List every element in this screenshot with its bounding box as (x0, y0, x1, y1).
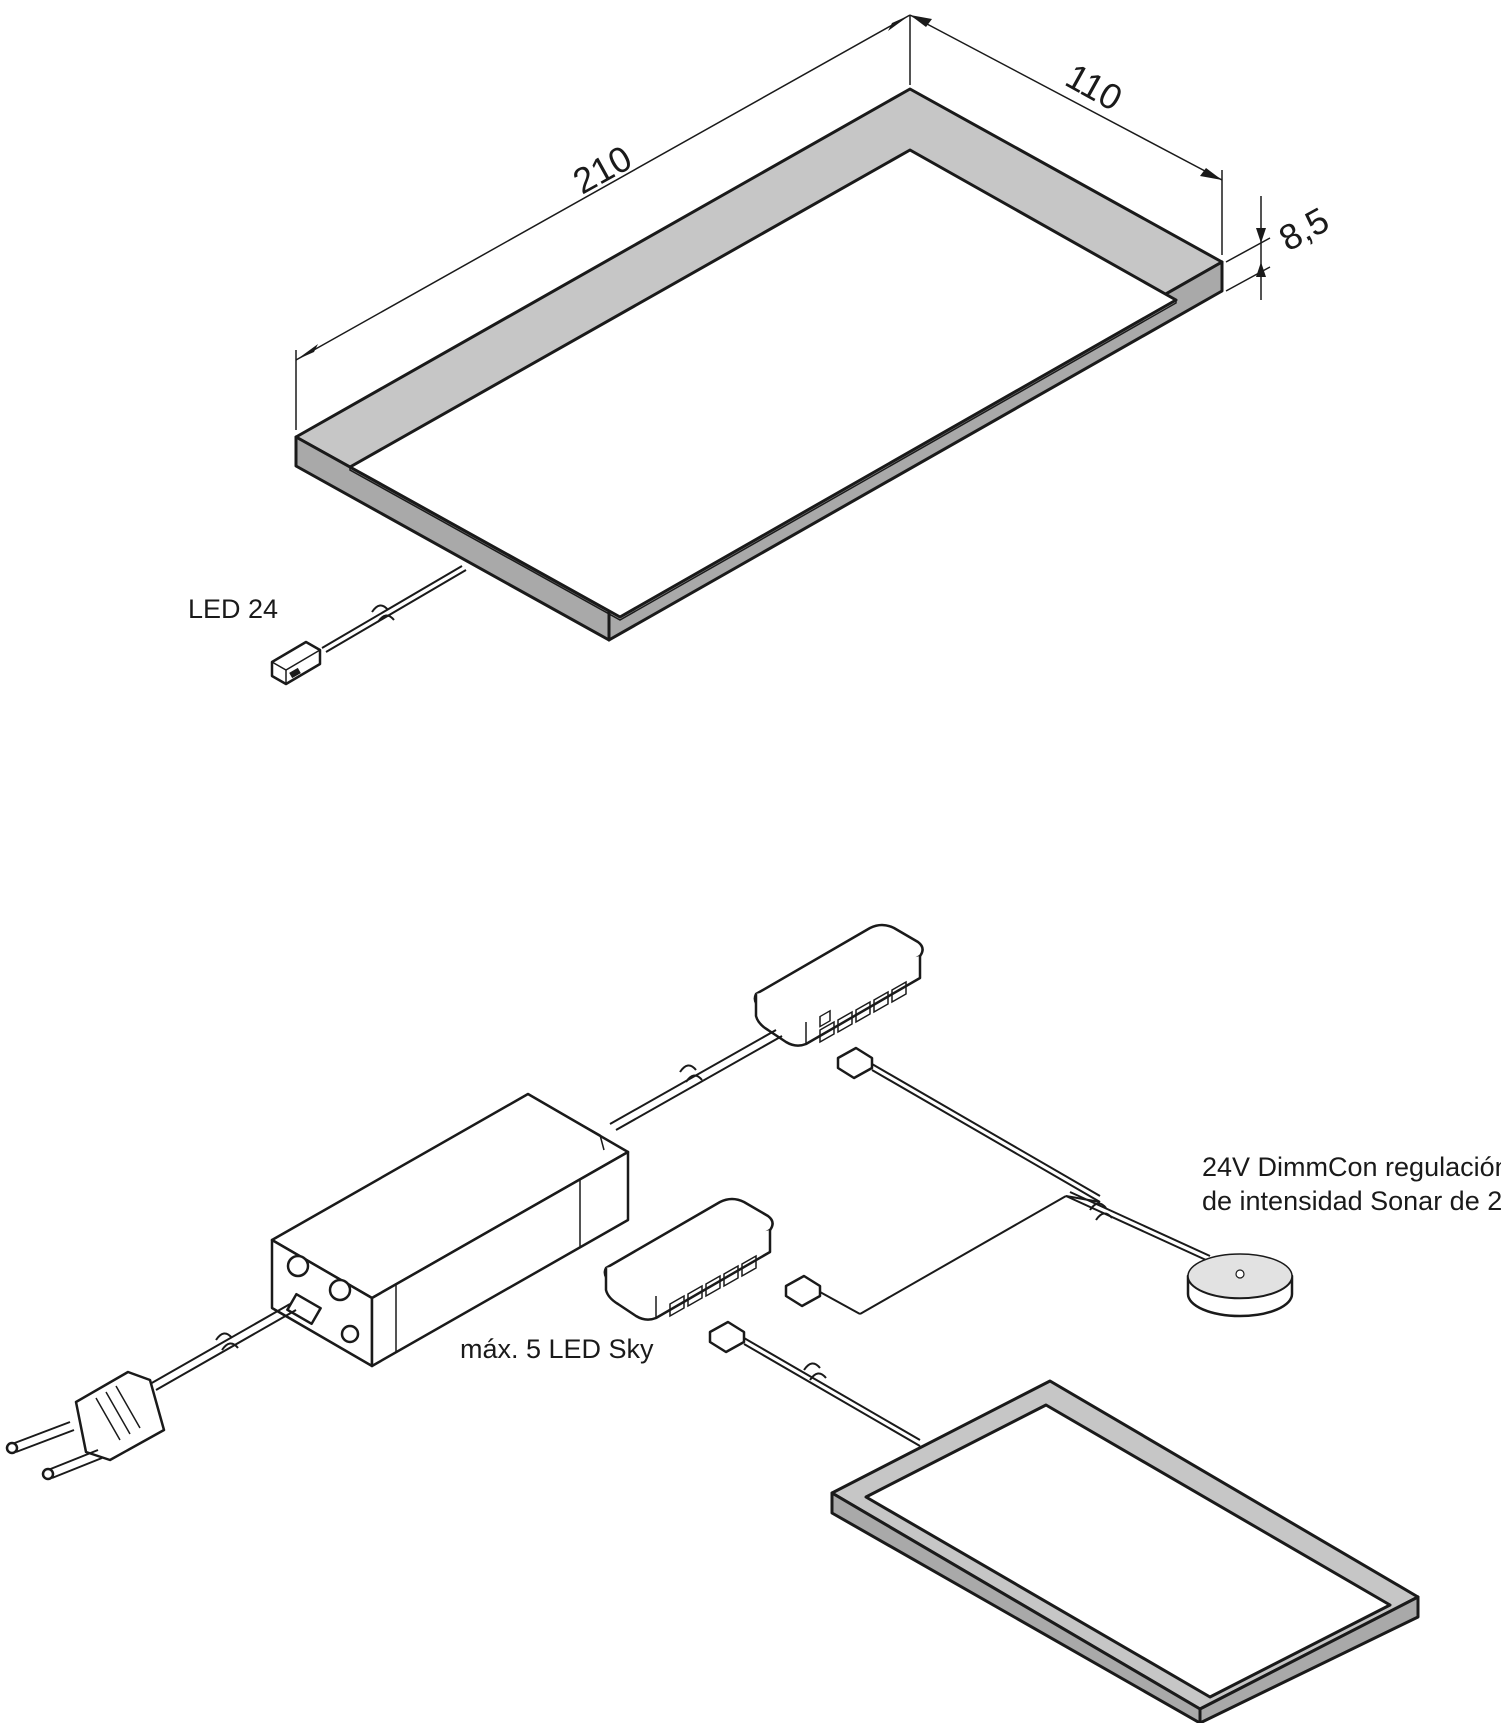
dimension-height-label: 8,5 (1272, 199, 1336, 259)
dimension-height: 8,5 (1225, 196, 1336, 300)
led-panel-icon (830, 1379, 1420, 1723)
led-connector-icon (270, 565, 467, 686)
distributor-note-label: máx. 5 LED Sky (460, 1334, 654, 1364)
led-connector-label: LED 24 (188, 594, 278, 624)
dimension-length-label: 210 (566, 137, 638, 202)
controller-label-line1: 24V DimmCon regulación (1202, 1152, 1501, 1182)
power-supply-icon (270, 1092, 630, 1368)
dimension-width-label: 110 (1059, 55, 1129, 119)
distributor-icon (603, 1197, 774, 1321)
sensor-cables (784, 1046, 1211, 1315)
distributor-cable (609, 1029, 783, 1131)
led-panel-icon (294, 87, 1224, 642)
controller-label-line2: de intensidad Sonar de 24V (1202, 1186, 1501, 1216)
distributor-icon (753, 923, 924, 1047)
sensor-dimmer-icon (1186, 1253, 1294, 1318)
plug-icon (5, 1303, 297, 1481)
panel-cable (708, 1320, 921, 1447)
